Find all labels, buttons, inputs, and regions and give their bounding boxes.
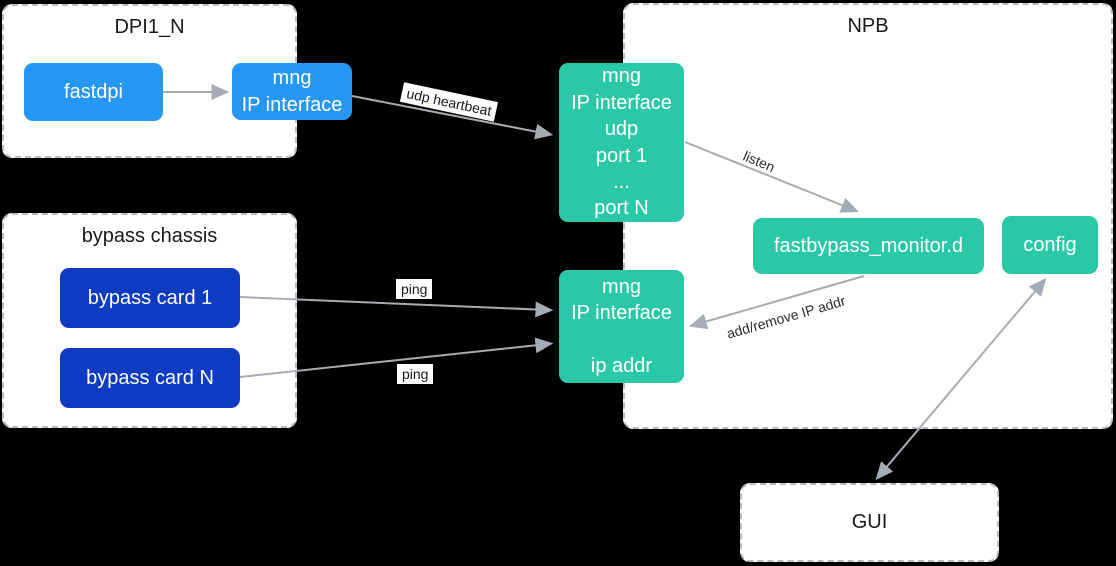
container-dpi1n-title: DPI1_N: [114, 16, 185, 38]
edge-label-udp-heartbeat: udp heartbeat: [399, 82, 499, 122]
node-npb-udp-label: mng IP interface udp port 1 ... port N: [571, 65, 672, 220]
node-fastbypass-monitor: fastbypass_monitor.d: [753, 218, 984, 274]
node-fastdpi-label: fastdpi: [64, 80, 123, 103]
node-bypass-card-1-label: bypass card 1: [87, 286, 213, 309]
node-npb-mng-ip-addr: mng IP interface ip addr: [559, 270, 684, 383]
node-bypass-card-n: bypass card N: [60, 348, 240, 408]
node-fastdpi: fastdpi: [24, 63, 163, 121]
container-npb-title: NPB: [847, 15, 889, 37]
node-config-label: config: [1023, 233, 1077, 256]
node-bypass-card-n-label: bypass card N: [86, 366, 214, 389]
node-fastbypass-label: fastbypass_monitor.d: [774, 234, 963, 257]
node-npb-ipaddr-label: mng IP interface ip addr: [571, 275, 672, 377]
node-dpi-mng-ip-interface: mng IP interface: [232, 63, 352, 120]
container-bypass-chassis-title: bypass chassis: [81, 225, 218, 247]
node-dpi-mng-label: mng IP interface: [241, 67, 343, 116]
node-config: config: [1002, 216, 1098, 274]
node-npb-mng-udp-ports: mng IP interface udp port 1 ... port N: [559, 63, 684, 222]
container-gui: GUI: [740, 483, 999, 562]
container-gui-title: GUI: [851, 511, 888, 533]
edge-label-ping-1: ping: [396, 279, 433, 299]
node-bypass-card-1: bypass card 1: [60, 268, 240, 328]
edge-label-ping-n: ping: [397, 364, 434, 384]
